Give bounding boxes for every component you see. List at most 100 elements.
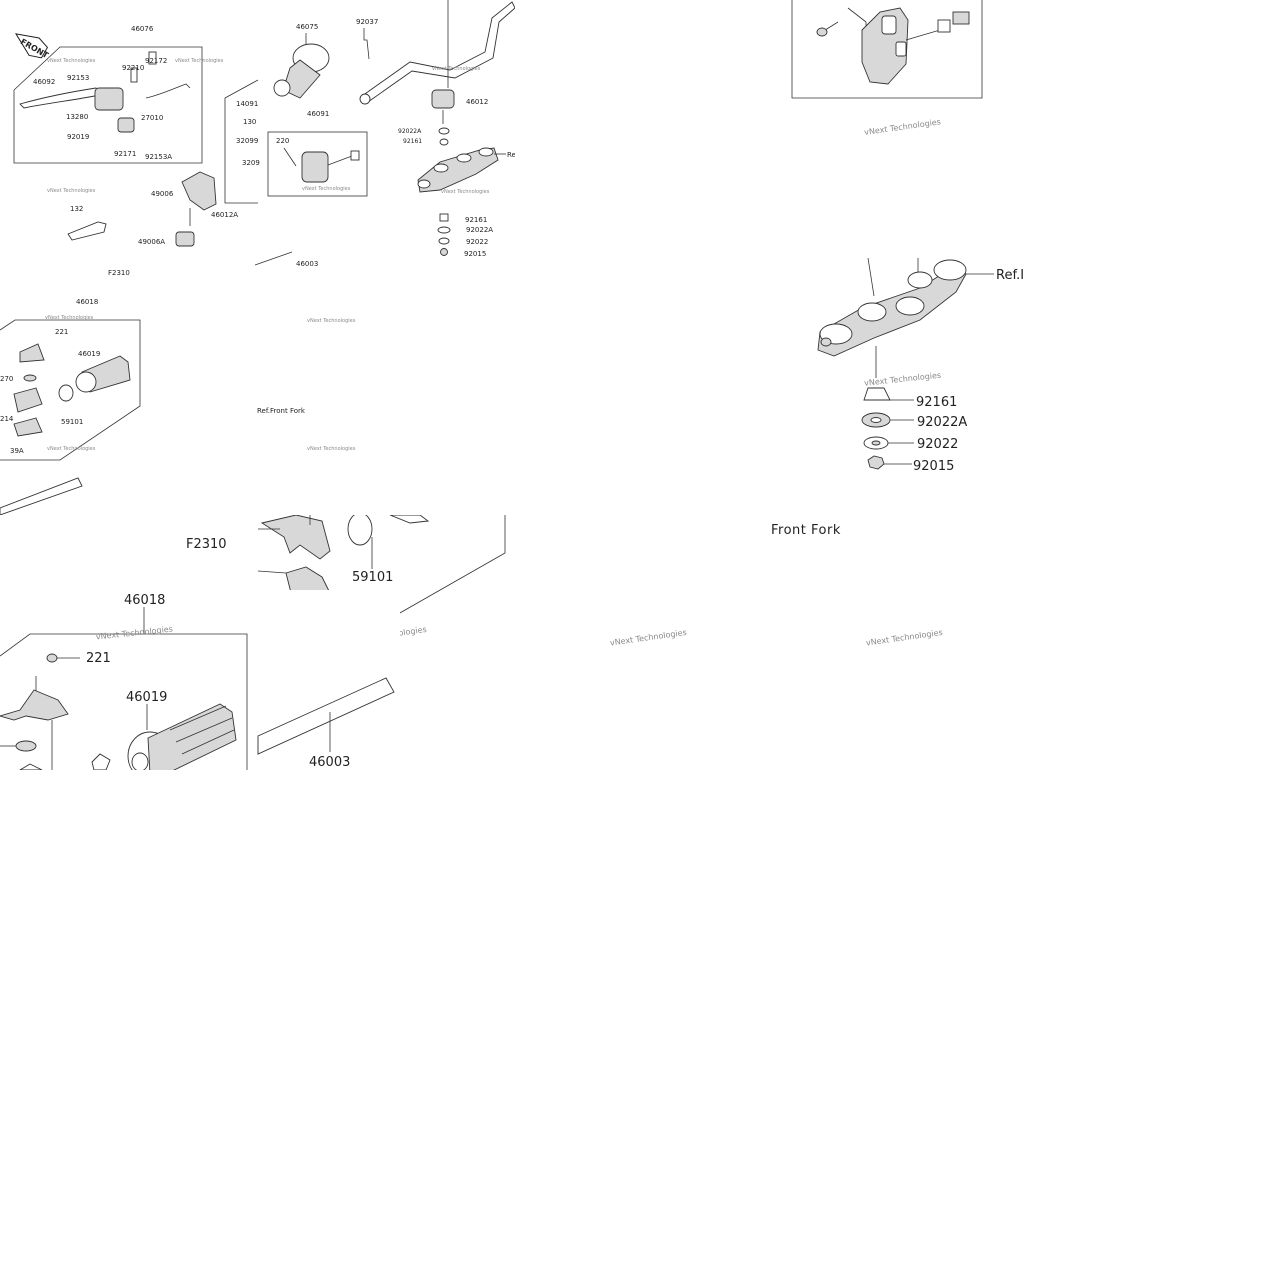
page-code: F2310: [108, 269, 130, 277]
label-3209: 3209: [242, 159, 260, 167]
watermark-text: vNext Technologies: [95, 625, 173, 642]
label-46012: 46012: [466, 98, 488, 106]
clamp-hole: [433, 163, 449, 173]
washer-hole: [870, 417, 882, 423]
connector-part: [937, 19, 951, 33]
label-46092: 46092: [33, 78, 55, 86]
nut-part: [23, 374, 37, 382]
housing-part: [13, 387, 43, 413]
cable-part: [145, 83, 191, 99]
grip-flange-part: [75, 371, 97, 393]
watermark-text: vNext Technologies: [432, 66, 481, 72]
label-46075: 46075: [296, 23, 318, 31]
label-92015: 92015: [464, 250, 486, 258]
label-92161: 92161: [916, 395, 957, 410]
leader-line: [257, 570, 287, 574]
washer-part: [437, 226, 451, 234]
ring-part: [58, 384, 74, 402]
grip-end-part: [273, 79, 291, 97]
label-39a: 214: [0, 415, 14, 423]
clamp-hole: [417, 179, 431, 189]
label-46091: 46091: [307, 110, 329, 118]
label-92019: 92019: [67, 133, 89, 141]
label-59101: 59101: [352, 570, 393, 585]
ring-part: [347, 515, 373, 546]
label-ref-partial: Re: [507, 151, 515, 159]
housing-edge-part: [19, 763, 43, 770]
leader-line: [847, 7, 867, 30]
ring-part: [91, 753, 111, 770]
label-92022a: 92022A: [917, 415, 967, 430]
housing-part: [181, 171, 217, 211]
label-221: 221: [55, 328, 68, 336]
clamp-hole: [895, 296, 925, 316]
washer-part: [438, 237, 450, 245]
watermark-text: vNext Technologies: [865, 628, 943, 648]
grip-end-part: [131, 752, 149, 770]
label-46018: 46018: [76, 298, 98, 306]
label-214: 39A: [10, 447, 24, 455]
switch-zoom-tile: vNext Technologies: [770, 0, 1030, 160]
group-box-46091: [267, 131, 368, 197]
front-fork-label: Front Fork: [771, 523, 841, 538]
switch-button-part: [881, 15, 897, 35]
label-46003: 46003: [296, 260, 318, 268]
handlebar-part: [257, 677, 395, 755]
label-14091: 14091: [236, 100, 258, 108]
handlebar-segment: [0, 477, 83, 515]
group-box-46018: [0, 319, 141, 461]
label-49006a: 132: [70, 205, 83, 213]
bracket-part: [19, 343, 45, 363]
watermark-text: vNext Technologies: [47, 58, 96, 64]
bushing-part: [439, 138, 449, 146]
label-46019: 46019: [78, 350, 100, 358]
watermark-text: vNext Technologies: [47, 446, 96, 452]
switch-housing-part: [301, 151, 329, 183]
nut-part: [867, 455, 885, 470]
watermark-text: vNext Technologies: [307, 446, 356, 452]
group-box-46018: [0, 633, 248, 770]
clamp-boss: [820, 337, 832, 347]
watermark-text: vNext Technologies: [175, 58, 224, 64]
label-92015: 92015: [913, 459, 954, 474]
washer-hole: [871, 440, 881, 446]
screw-head-part: [46, 653, 58, 663]
group-box-46076: [13, 46, 203, 164]
handlebar-part: [361, 1, 515, 103]
nut-part: [15, 740, 37, 752]
handlebar-end-part: [359, 93, 371, 105]
lever-holder-part: [94, 87, 124, 111]
label-92022: 92022: [917, 437, 958, 452]
grip-zoom-tile: 46018 vNext Technologies 221 46019 46003: [0, 590, 400, 770]
label-13280: 13280: [66, 113, 88, 121]
clamp-hole: [857, 302, 887, 322]
bracket-part: [0, 689, 69, 721]
clamp-hole: [907, 271, 933, 289]
label-92022a: 92022A: [398, 128, 422, 135]
label-32099: 32099: [236, 137, 258, 145]
grip-zoom-diagram: 46018 vNext Technologies 221 46019 46003: [0, 593, 395, 770]
label-92172: 92172: [145, 57, 167, 65]
label-46019: 46019: [126, 690, 167, 705]
watermark-text: vNext Technologies: [864, 117, 942, 137]
switch-part: [148, 51, 157, 65]
grip-ribs: [169, 705, 235, 755]
watermark-text: vNext Technologies: [441, 189, 490, 195]
connector-part: [952, 11, 970, 25]
upper-clamp-part: [417, 147, 499, 193]
switch-zoom-diagram: vNext Technologies: [791, 0, 983, 137]
label-92171: 92171: [114, 150, 136, 158]
label-220: 220: [276, 137, 289, 145]
cover-part: [67, 221, 107, 241]
screw-head-part: [816, 27, 828, 37]
label-46012a: 49006A: [138, 238, 165, 246]
housing-part: [260, 515, 331, 560]
label-92022a: 92022A: [466, 226, 493, 234]
bolt-part: [130, 67, 138, 83]
label-92210: 92210: [122, 64, 144, 72]
ref-label: Ref.I: [996, 268, 1024, 283]
holder-part: [175, 231, 195, 247]
clamp-part: [117, 117, 135, 133]
bushing-part: [863, 387, 891, 401]
label-92022: 92022: [466, 238, 488, 246]
